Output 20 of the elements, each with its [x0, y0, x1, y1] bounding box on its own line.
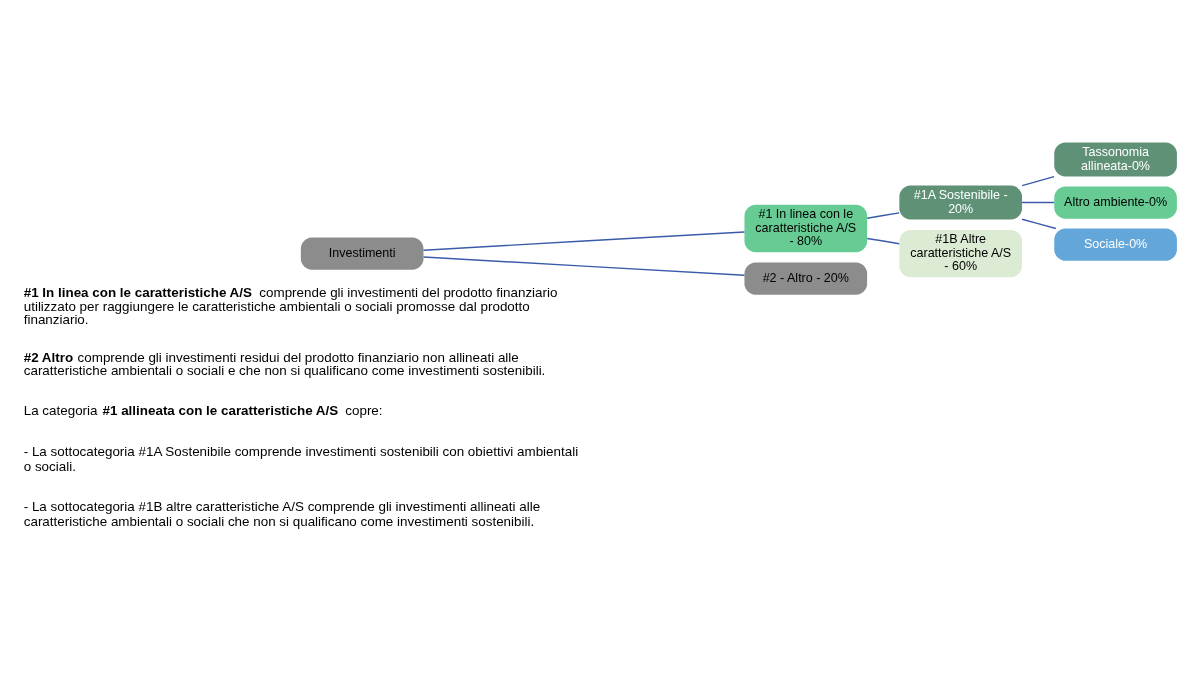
node-box: Tassonomia allineata-0%	[1054, 142, 1177, 177]
connector	[422, 230, 746, 251]
label: La categoria #1 allineata con le caratteristiche A/S copre:	[23, 402, 383, 418]
label: #2 Altro comprende gli investimenti residui del prodotto finanziario non allineati alle caratteristiche ambientali o sociali e che non si qualificano come investimenti sostenibili.	[23, 349, 546, 378]
node-box: Sociale-0%	[1054, 228, 1177, 261]
connector	[866, 237, 900, 244]
label: #1 In linea con le caratteristiche A/S comprende gli investimenti del prodotto finanziario utilizzato per raggiungere le caratteristiche ambientali o sociali promosse dal prodotto finanziario.	[23, 284, 558, 327]
label: - La sottocategoria #1A Sostenibile comprende investimenti sostenibili con obiettivi ambientali o sociali.	[23, 443, 579, 474]
label: - La sottocategoria #1B altre caratteristiche A/S comprende gli investimenti allineati alle caratteristiche ambientali o sociali che non si qualificano come investimenti sostenibili.	[23, 498, 541, 529]
connector	[866, 211, 900, 219]
node-box: Investimenti	[300, 237, 424, 270]
node-box: #1B Altre caratteristiche A/S - 60%	[899, 229, 1022, 277]
node-box: #1 In linea con le caratteristiche A/S - 80%	[744, 204, 868, 252]
connector	[1021, 201, 1055, 203]
connector	[422, 255, 746, 276]
node-box: #1A Sostenibile - 20%	[899, 185, 1022, 220]
connector	[1021, 175, 1055, 186]
node-box: #2 - Altro - 20%	[744, 262, 868, 295]
node-box: Altro ambiente-0%	[1054, 185, 1177, 219]
connector	[1021, 218, 1057, 229]
